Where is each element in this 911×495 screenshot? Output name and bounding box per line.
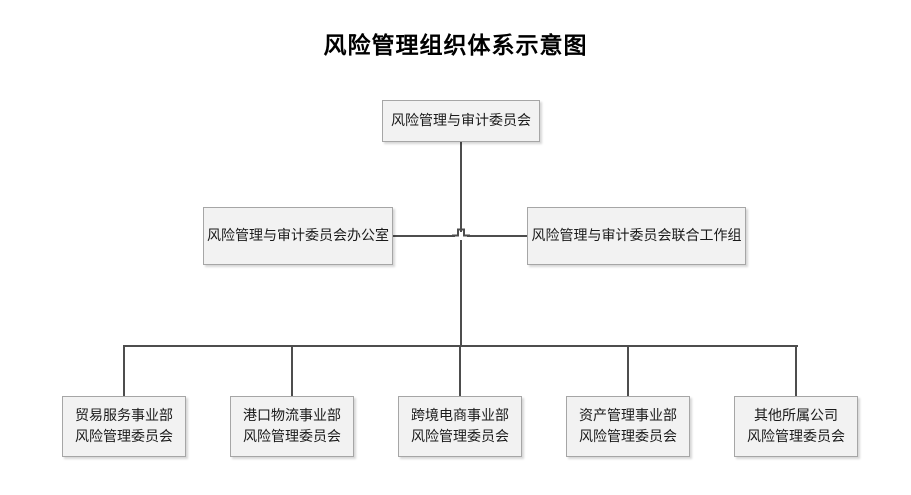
connector-drop-4 — [795, 346, 797, 396]
node-label-line2: 风险管理委员会 — [75, 429, 173, 445]
node-label-line2: 风险管理委员会 — [747, 429, 845, 445]
node-label: 风险管理与审计委员会联合工作组 — [531, 228, 742, 244]
node-risk-audit-committee[interactable]: 风险管理与审计委员会 — [382, 100, 540, 142]
node-label: 资产管理事业部 风险管理委员会 — [579, 406, 677, 448]
node-label-line1: 贸易服务事业部 — [75, 408, 173, 424]
node-label-line1: 其他所属公司 — [754, 408, 838, 424]
node-label: 风险管理与审计委员会 — [391, 113, 531, 129]
connector-spine-lower — [460, 240, 462, 347]
node-joint-workgroup[interactable]: 风险管理与审计委员会联合工作组 — [527, 207, 746, 265]
node-label-line1: 资产管理事业部 — [579, 408, 677, 424]
node-other-subsidiaries[interactable]: 其他所属公司 风险管理委员会 — [734, 396, 858, 457]
connector-drop-2 — [459, 346, 461, 396]
node-label-line1: 跨境电商事业部 — [411, 408, 509, 424]
node-label: 贸易服务事业部 风险管理委员会 — [75, 406, 173, 448]
node-port-logistics-division[interactable]: 港口物流事业部 风险管理委员会 — [230, 396, 354, 457]
connector-arm-left — [393, 235, 455, 237]
node-label: 跨境电商事业部 风险管理委员会 — [411, 406, 509, 448]
connector-arm-right — [467, 235, 527, 237]
node-label: 风险管理与审计委员会办公室 — [207, 228, 389, 244]
page-title: 风险管理组织体系示意图 — [323, 32, 588, 58]
node-label-line2: 风险管理委员会 — [411, 429, 509, 445]
node-committee-office[interactable]: 风险管理与审计委员会办公室 — [203, 207, 393, 265]
node-label: 港口物流事业部 风险管理委员会 — [243, 406, 341, 448]
node-label: 其他所属公司 风险管理委员会 — [747, 406, 845, 448]
connector-spine-upper — [460, 142, 462, 232]
node-label-line2: 风险管理委员会 — [579, 429, 677, 445]
node-asset-management-division[interactable]: 资产管理事业部 风险管理委员会 — [566, 396, 690, 457]
connector-drop-3 — [627, 346, 629, 396]
line-hop-icon — [452, 228, 470, 237]
node-trade-service-division[interactable]: 贸易服务事业部 风险管理委员会 — [62, 396, 186, 457]
connector-drop-0 — [123, 346, 125, 396]
node-label-line1: 港口物流事业部 — [243, 408, 341, 424]
node-label-line2: 风险管理委员会 — [243, 429, 341, 445]
connector-drop-1 — [291, 346, 293, 396]
node-cross-border-ecommerce-division[interactable]: 跨境电商事业部 风险管理委员会 — [398, 396, 522, 457]
